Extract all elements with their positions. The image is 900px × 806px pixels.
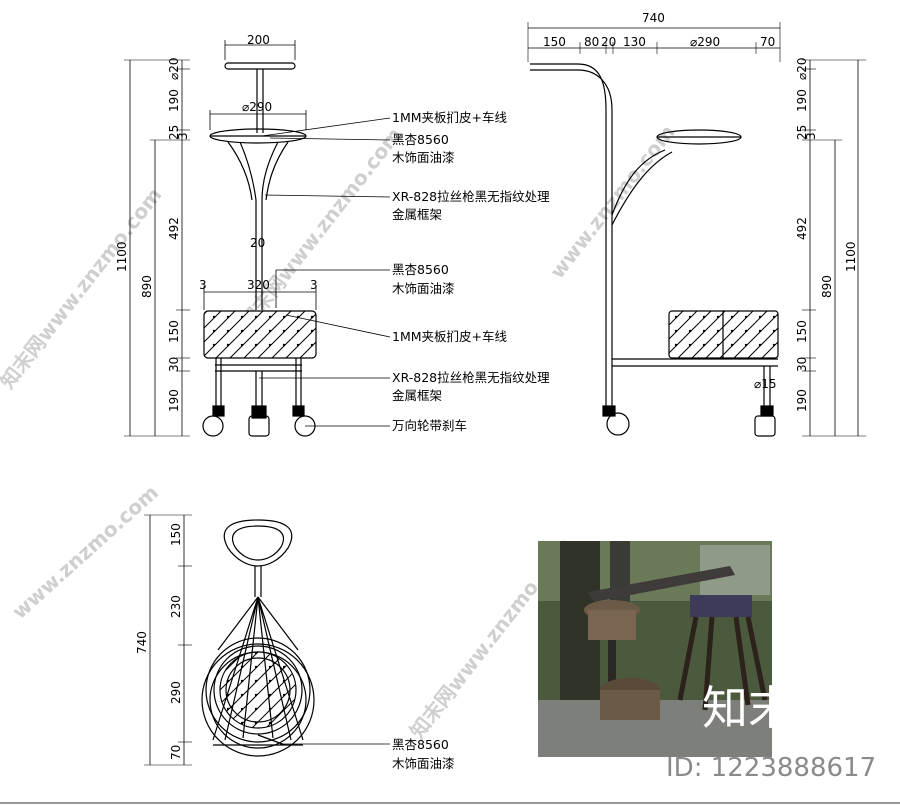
front-note-1: 1MM夹板扪皮+车线 [392, 110, 507, 125]
front-note-3a: XR-828拉丝枪黑无指纹处理 [392, 189, 550, 204]
front-note-2b: 木饰面油漆 [392, 150, 455, 165]
side-dim-wheel: ⌀15 [754, 377, 777, 391]
front-note-2a: 黑杏8560 [392, 132, 449, 147]
side-dim-seg-3: 20 [601, 35, 616, 49]
watermark-4: www.znzmo.com [7, 480, 163, 624]
side-caster-left [606, 412, 630, 436]
top-tray-outer [201, 643, 315, 757]
front-cushion-box [203, 310, 317, 359]
side-dim-seg-1: 150 [543, 35, 566, 49]
front-dim-d8: 190 [167, 389, 181, 412]
side-dim-seg-2: 80 [584, 35, 599, 49]
front-note-6a: XR-828拉丝枪黑无指纹处理 [392, 370, 550, 385]
front-dim-gap-left: 3 [199, 278, 207, 292]
top-dim-d1: 150 [169, 523, 183, 546]
top-view [144, 514, 390, 766]
front-view [124, 40, 391, 437]
reference-photo: 知末 [538, 541, 794, 757]
front-dim-d6: 150 [167, 320, 181, 343]
top-dim-d3: 290 [169, 681, 183, 704]
side-dim-overall-height: 1100 [844, 241, 858, 272]
side-dim-overall: 740 [642, 11, 665, 25]
side-dim-seg-4: 130 [623, 35, 646, 49]
top-note-line1: 黑杏8560 [392, 737, 449, 752]
product-id: ID: 1223888617 [666, 753, 876, 783]
front-dim-d3: 25 [167, 125, 181, 140]
watermark-5: 知末网www.znzmo.com [235, 123, 407, 333]
top-dim-d2: 230 [169, 595, 183, 618]
side-view-labels: 740 150 80 20 130 ⌀290 70 ⌀15 ⌀20 190 25… [543, 11, 858, 412]
side-dim-seg-6: 70 [760, 35, 775, 49]
top-dim-overall: 740 [135, 631, 149, 654]
top-view-labels: 150 230 290 70 740 黑杏8560 木饰面油漆 [135, 523, 455, 771]
side-dim-mid: 890 [820, 275, 834, 298]
side-dim-d7: 30 [795, 357, 809, 372]
side-caster-right [754, 415, 776, 437]
front-note-5: 1MM夹板扪皮+车线 [392, 329, 507, 344]
side-dim-d8: 190 [795, 389, 809, 412]
front-dim-d4: 3 [176, 132, 190, 140]
top-cushion [219, 651, 297, 729]
side-dim-seg-5: ⌀290 [690, 35, 720, 49]
front-dim-overall: 1100 [115, 241, 129, 272]
front-dim-rod: 20 [250, 236, 265, 250]
front-dim-d5: 492 [167, 217, 181, 240]
front-dim-gap-right: 3 [310, 278, 318, 292]
side-dim-d3: 25 [795, 125, 809, 140]
front-note-3b: 金属框架 [392, 207, 442, 222]
front-dim-tray: ⌀290 [242, 100, 272, 114]
front-dim-handle: 200 [247, 33, 270, 47]
front-note-6b: 金属框架 [392, 388, 442, 403]
top-dim-d4: 70 [169, 745, 183, 760]
front-dim-box: 320 [247, 278, 270, 292]
front-note-7: 万向轮带刹车 [392, 418, 467, 433]
front-note-4a: 黑杏8560 [392, 262, 449, 277]
front-caster-middle [248, 415, 270, 437]
front-caster-left [202, 415, 224, 437]
front-view-labels: 200 ⌀290 320 3 3 20 ⌀20 190 25 3 492 150… [115, 33, 550, 433]
front-handle-bar [224, 62, 296, 70]
front-note-4b: 木饰面油漆 [392, 281, 455, 296]
side-main-post [530, 63, 607, 406]
side-dim-d4: 3 [804, 132, 818, 140]
front-dim-d7: 30 [167, 357, 181, 372]
top-handle-loop [223, 519, 293, 567]
front-dim-d1: ⌀20 [167, 58, 181, 81]
front-dim-d2: 190 [167, 89, 181, 112]
front-dim-mid: 890 [140, 275, 154, 298]
side-dim-d2: 190 [795, 89, 809, 112]
brand-logo: 知末 [702, 681, 794, 735]
side-dim-d5: 492 [795, 217, 809, 240]
side-dim-d6: 150 [795, 320, 809, 343]
side-dim-d1: ⌀20 [795, 58, 809, 81]
side-view [527, 22, 866, 437]
top-note-line2: 木饰面油漆 [392, 756, 455, 771]
